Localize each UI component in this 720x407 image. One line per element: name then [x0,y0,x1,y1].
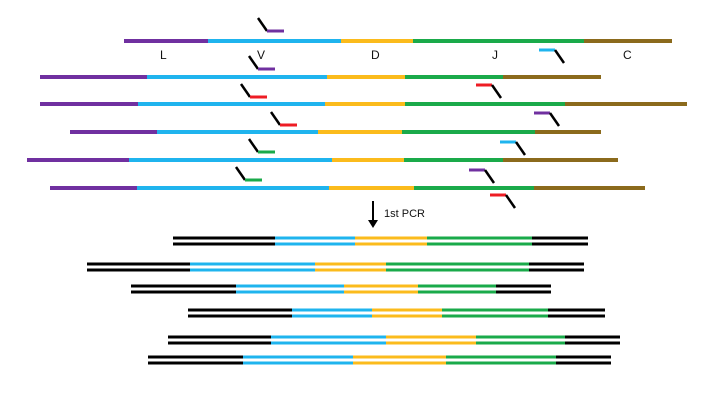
step-label-1st-pcr: 1st PCR [384,208,425,220]
label-L: L [160,48,167,62]
forward-primer-6-adapter [234,166,247,181]
reverse-primer-4-adapter [514,141,527,156]
reverse-primer-1-adapter [553,49,566,64]
reverse-primer-2-adapter [490,84,503,99]
forward-primer-5-adapter [247,138,260,153]
forward-primer-2-adapter [247,55,260,70]
reverse-primer-6-adapter [504,194,517,209]
forward-primer-3-adapter [239,83,252,98]
label-C: C [623,48,632,62]
forward-primer-1-adapter [256,17,269,32]
reverse-primer-5-adapter [483,169,496,184]
label-J: J [492,48,498,62]
forward-primer-4-adapter [269,111,282,126]
label-D: D [371,48,380,62]
down-arrow-icon [368,201,378,228]
reverse-primer-3-adapter [548,112,561,127]
label-V: V [257,48,266,62]
